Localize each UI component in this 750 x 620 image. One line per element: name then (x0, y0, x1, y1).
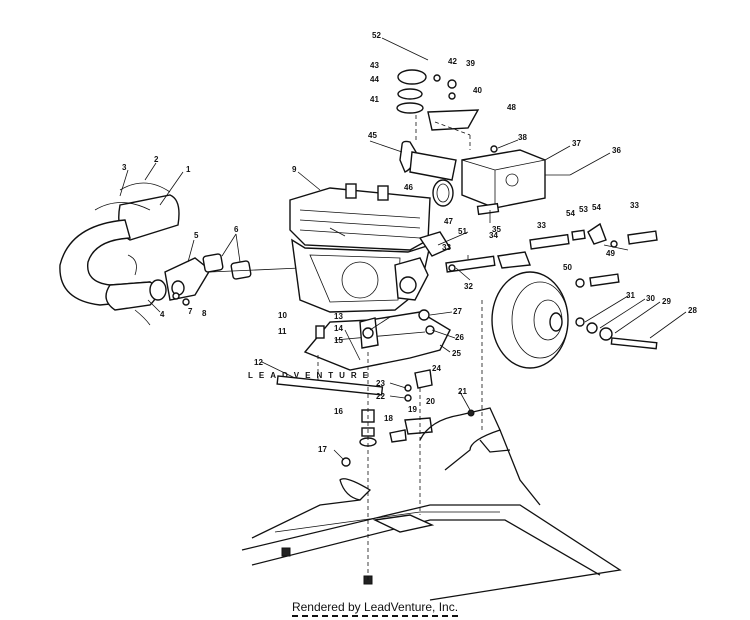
callout-12: 12 (254, 358, 263, 367)
callout-41: 41 (370, 95, 379, 104)
callout-42: 42 (448, 57, 457, 66)
callout-51: 51 (458, 227, 467, 236)
callout-36: 36 (612, 146, 621, 155)
callout-34: 34 (489, 231, 498, 240)
muffler-assembly (59, 182, 180, 326)
callout-26: 26 (455, 333, 464, 342)
callout-18: 18 (384, 414, 393, 423)
callout-6: 6 (234, 225, 239, 234)
callout-29: 29 (662, 297, 671, 306)
callout-10: 10 (278, 311, 287, 320)
drive-shafts (445, 222, 658, 288)
callout-labels: 1 2 3 4 5 6 7 8 9 10 11 12 13 14 15 16 1… (122, 31, 697, 454)
callout-24: 24 (432, 364, 441, 373)
callout-23: 23 (376, 379, 385, 388)
callout-54a: 54 (566, 209, 575, 218)
callout-50: 50 (563, 263, 572, 272)
callout-37: 37 (572, 139, 581, 148)
callout-3: 3 (122, 163, 127, 172)
callout-48: 48 (507, 103, 516, 112)
callout-13: 13 (334, 312, 343, 321)
callout-45: 45 (368, 131, 377, 140)
callout-31: 31 (626, 291, 635, 300)
engine-block (289, 183, 452, 313)
callout-1: 1 (186, 165, 191, 174)
callout-33c: 33 (630, 201, 639, 210)
callout-9: 9 (292, 165, 297, 174)
callout-16: 16 (334, 407, 343, 416)
callout-43: 43 (370, 61, 379, 70)
callout-53: 53 (579, 205, 588, 214)
callout-28: 28 (688, 306, 697, 315)
callout-35: 35 (492, 225, 501, 234)
callout-33a: 33 (442, 243, 451, 252)
watermark: LEADVENTURE (248, 371, 374, 380)
callout-38: 38 (518, 133, 527, 142)
callout-27: 27 (453, 307, 462, 316)
callout-17: 17 (318, 445, 327, 454)
callout-44: 44 (370, 75, 379, 84)
callout-2: 2 (154, 155, 159, 164)
callout-49: 49 (606, 249, 615, 258)
callout-19: 19 (408, 405, 417, 414)
callout-7: 7 (188, 307, 193, 316)
callout-54b: 54 (592, 203, 601, 212)
callout-20: 20 (426, 397, 435, 406)
callout-25: 25 (452, 349, 461, 358)
callout-5: 5 (194, 231, 199, 240)
callout-14: 14 (334, 324, 343, 333)
footer-text: Rendered by LeadVenture, Inc. (291, 600, 459, 617)
footer-credit: Rendered by LeadVenture, Inc. (0, 600, 750, 617)
assembly-lines (317, 115, 483, 580)
callout-46: 46 (404, 183, 413, 192)
callout-52: 52 (372, 31, 381, 40)
callout-30: 30 (646, 294, 655, 303)
callout-47: 47 (444, 217, 453, 226)
exhaust-manifold (164, 253, 301, 306)
callout-32: 32 (464, 282, 473, 291)
callout-4: 4 (160, 310, 165, 319)
intake-assembly (396, 69, 570, 216)
callout-40: 40 (473, 86, 482, 95)
callout-21: 21 (458, 387, 467, 396)
chassis-frame (241, 407, 622, 601)
callout-8: 8 (202, 309, 207, 318)
callout-15: 15 (334, 336, 343, 345)
clutch-assembly (491, 271, 658, 369)
leader-lines (119, 37, 687, 461)
callout-11: 11 (278, 327, 287, 336)
callout-39: 39 (466, 59, 475, 68)
callout-33b: 33 (537, 221, 546, 230)
callout-22: 22 (376, 392, 385, 401)
mounting-plate (276, 309, 451, 467)
